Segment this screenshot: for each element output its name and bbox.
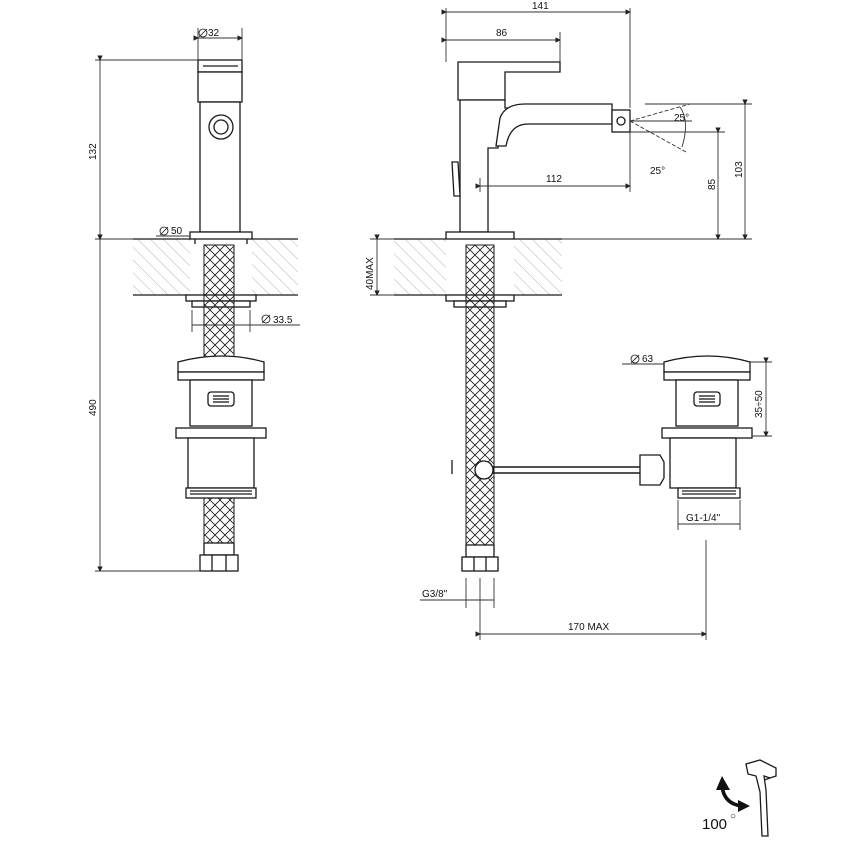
side-braided-hose — [465, 244, 495, 546]
dim-label: 103 — [734, 161, 745, 178]
dim-front-dia-top: 32 — [193, 28, 243, 60]
rotation-indicator: 100 ○ — [702, 759, 777, 837]
dim-label: 33.5 — [273, 315, 293, 326]
front-braided-hose — [203, 244, 235, 366]
dim-label: 35÷50 — [754, 390, 765, 418]
dim-label: 112 — [546, 174, 562, 185]
dim-side-deck: 40MAX — [365, 234, 394, 296]
dim-label: 85 — [707, 178, 718, 190]
small-tap-icon — [745, 759, 777, 837]
side-waste-valve — [661, 355, 753, 499]
dim-label: G3/8" — [422, 589, 448, 600]
dim-label: 25° — [674, 113, 689, 124]
dim-front-dia-base: 50 — [156, 226, 190, 237]
side-tap-body — [445, 61, 631, 240]
dim-side-lever: 86 — [441, 28, 561, 62]
dim-label: 63 — [642, 354, 654, 365]
front-hose-connector — [199, 542, 239, 572]
dim-front-dia-shank: 33.5 — [191, 310, 300, 332]
degree-mark: ○ — [730, 811, 736, 822]
dim-front-heights: 132 490 — [88, 55, 200, 572]
dim-label: G1-1/4" — [686, 513, 721, 524]
dim-label: 170 MAX — [568, 622, 609, 633]
dim-label: 132 — [88, 143, 99, 160]
dim-label: 86 — [496, 28, 508, 39]
front-waste-valve — [175, 355, 267, 499]
dim-side-reach: 112 — [475, 132, 631, 192]
dim-side-pop-up: 170 MAX — [475, 540, 707, 640]
rotation-angle: 100 — [702, 816, 727, 833]
dim-label: 141 — [532, 1, 549, 12]
dim-label: 490 — [88, 399, 99, 416]
side-view: 25° 25° — [365, 1, 772, 640]
dim-side-waste-height: 35÷50 — [750, 357, 772, 437]
side-hose-connector — [461, 544, 499, 572]
front-tap-body — [189, 59, 253, 244]
dim-label: 50 — [171, 226, 183, 237]
dim-side-heights: 85 103 — [562, 99, 752, 240]
dim-side-width-total: 141 — [441, 1, 631, 108]
dim-label: 25° — [650, 166, 665, 177]
dim-label: 40MAX — [365, 257, 376, 290]
dim-side-waste-dia: 63 — [622, 354, 664, 365]
spray-angle: 25° 25° — [629, 103, 692, 177]
dim-side-waste-thread: G1-1/4" — [677, 500, 741, 530]
pop-up-rod — [451, 454, 665, 486]
dim-label: 32 — [208, 28, 220, 39]
dim-side-hose-thread: G3/8" — [420, 578, 495, 608]
front-view: 32 132 490 50 33.5 — [88, 28, 300, 572]
